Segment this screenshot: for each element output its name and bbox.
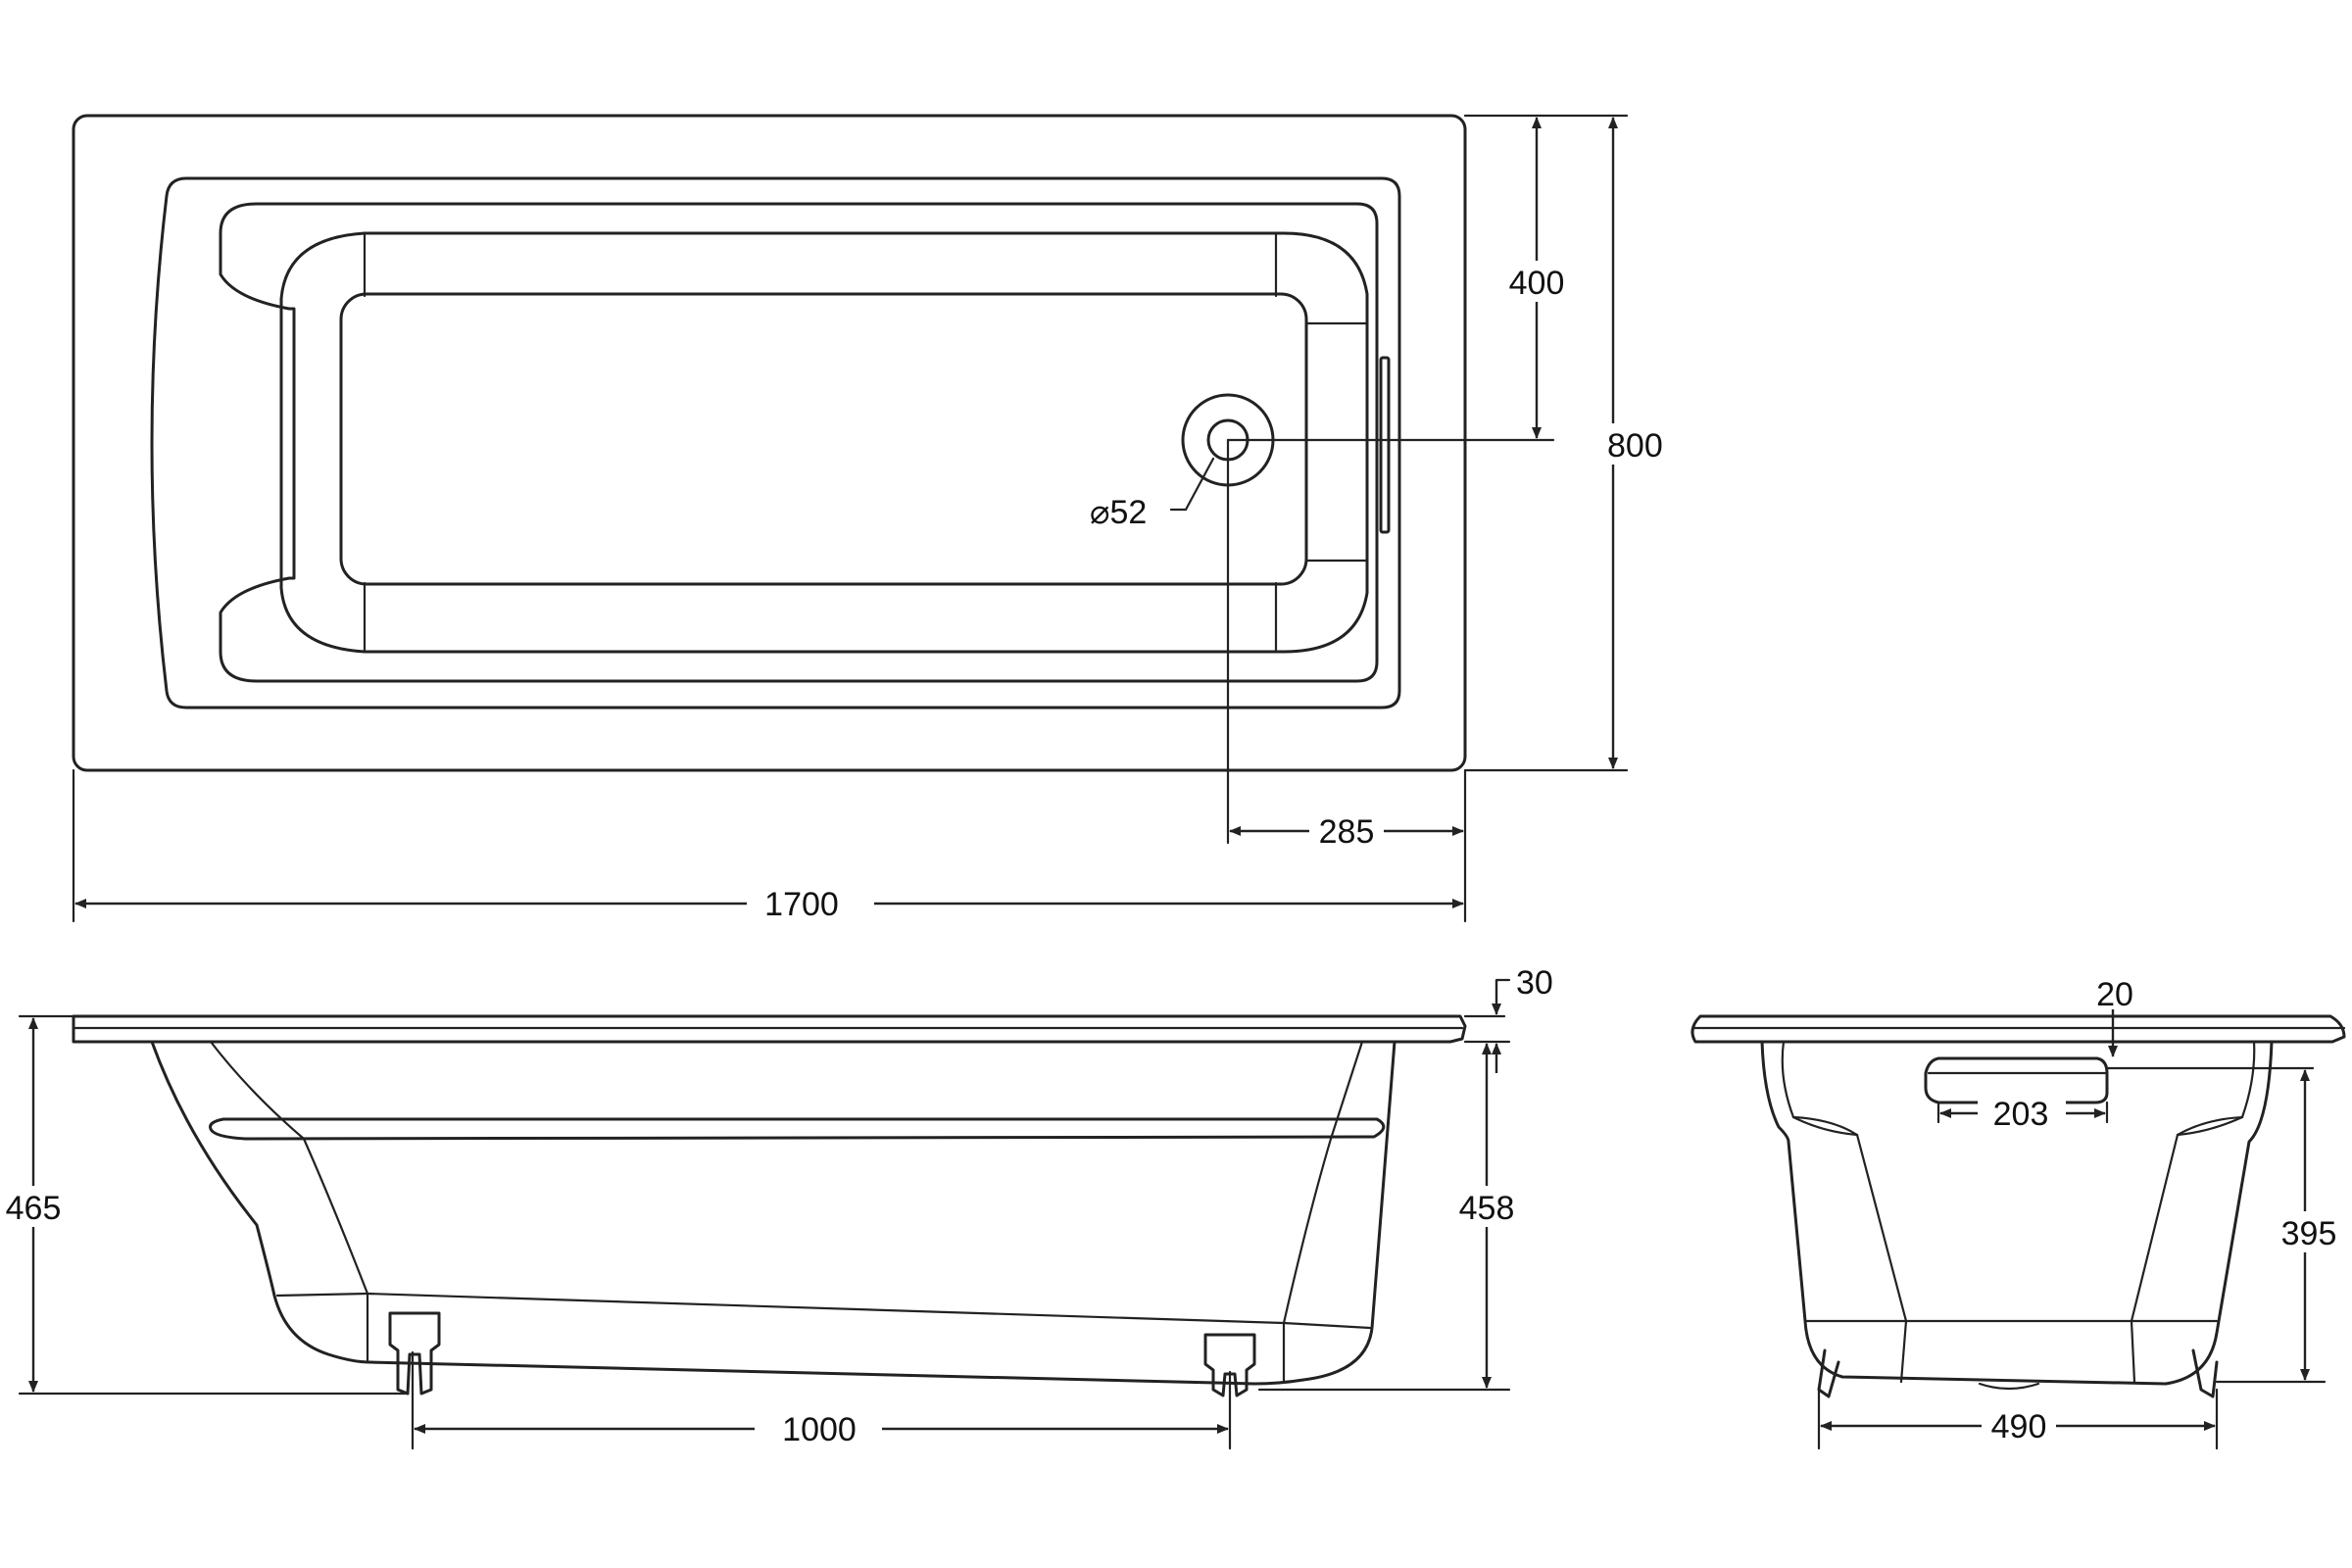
dim-label-30: 30 bbox=[1516, 964, 1553, 1002]
end-view-overflow bbox=[1924, 1056, 2109, 1104]
end-view-body bbox=[1760, 1040, 2274, 1386]
side-view-shelf bbox=[209, 1117, 1386, 1141]
dim-label-285: 285 bbox=[1319, 813, 1375, 851]
end-view-contour bbox=[1791, 1115, 2244, 1137]
side-view-contour bbox=[366, 1292, 1286, 1325]
side-view-contour bbox=[275, 1292, 369, 1298]
top-view: ⌀52 400 800 285 1700 bbox=[72, 114, 1663, 923]
top-view-outer-rim bbox=[72, 114, 1467, 772]
dim-label-465: 465 bbox=[6, 1190, 62, 1227]
diameter-symbol: ⌀ bbox=[1090, 494, 1109, 531]
side-view-leg-right bbox=[1203, 1333, 1256, 1397]
top-view-floor-outline bbox=[279, 231, 1369, 654]
end-view-drain-bump bbox=[1978, 1382, 2040, 1391]
top-view-basin-rim bbox=[150, 176, 1401, 710]
side-view-rim bbox=[72, 1014, 1467, 1044]
side-view-contour bbox=[1282, 1321, 1372, 1330]
dim-label-395: 395 bbox=[2281, 1215, 2337, 1252]
end-view-leg-right bbox=[2191, 1348, 2219, 1398]
dim-label-1700: 1700 bbox=[764, 886, 839, 923]
side-view-body bbox=[150, 1040, 1396, 1386]
end-view-rim bbox=[1690, 1014, 2346, 1044]
drain-diameter-label: ⌀52 bbox=[1090, 494, 1147, 531]
dim-label-800: 800 bbox=[1607, 427, 1663, 465]
side-view-contour bbox=[209, 1040, 369, 1364]
drain-diameter-value: 52 bbox=[1109, 494, 1147, 531]
top-view-overflow bbox=[1379, 356, 1391, 534]
side-view-contour bbox=[1282, 1040, 1364, 1384]
dim-label-490: 490 bbox=[1991, 1408, 2047, 1446]
dim-label-400: 400 bbox=[1509, 265, 1565, 302]
side-view-leg-left bbox=[388, 1311, 441, 1396]
side-view: 465 458 30 1000 bbox=[0, 964, 1553, 1450]
top-view-basin-step bbox=[219, 202, 1379, 683]
drain-diameter-leader bbox=[1169, 457, 1215, 512]
dim-label-1000: 1000 bbox=[782, 1411, 857, 1448]
dim-label-20: 20 bbox=[2096, 976, 2133, 1013]
end-view-leg-left bbox=[1817, 1348, 1840, 1398]
end-view-contour bbox=[1781, 1040, 1908, 1384]
end-view: 20 203 395 490 bbox=[1690, 976, 2346, 1450]
dim-label-203: 203 bbox=[1993, 1096, 2049, 1133]
dim-label-458: 458 bbox=[1459, 1190, 1515, 1227]
top-view-floor bbox=[339, 292, 1308, 586]
